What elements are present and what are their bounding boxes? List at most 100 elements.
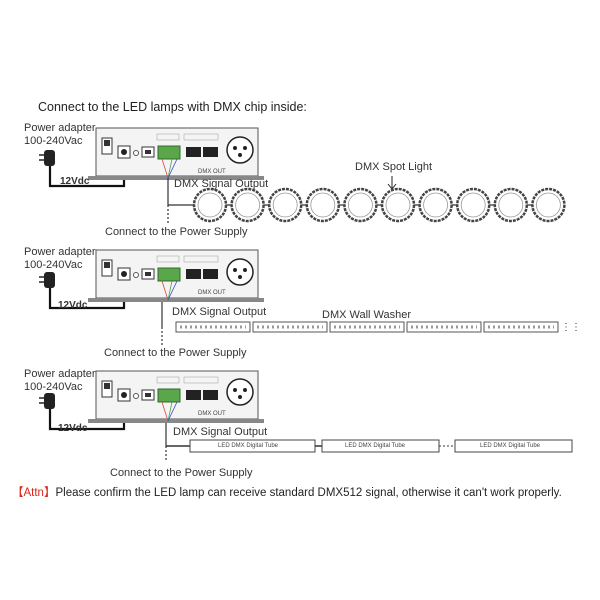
xlr-pin	[243, 146, 247, 150]
signal-wire-green	[167, 280, 173, 301]
rj45-port-icon	[186, 147, 201, 157]
power-switch-rocker	[104, 140, 110, 146]
controller-base-plate	[88, 419, 264, 423]
signal-wire-blue	[167, 280, 178, 301]
signal-output-label: DMX Signal Output	[174, 178, 269, 190]
dmx-wall-washer	[252, 321, 328, 333]
rj45-port-icon	[203, 390, 218, 400]
power-supply-label: Connect to the Power Supply	[104, 347, 247, 359]
spot-light-lens	[385, 192, 411, 218]
tube-label: LED DMX Digital Tube	[345, 443, 406, 449]
usb-port-inner	[145, 393, 151, 397]
adapter-label: Power adapter	[24, 368, 96, 380]
tube-label: LED DMX Digital Tube	[480, 443, 541, 449]
dmx-wall-washer	[175, 321, 251, 333]
xlr-pin	[233, 388, 237, 392]
xlr-pin	[238, 153, 242, 157]
signal-wire-red	[161, 280, 169, 301]
rj45-label-box	[183, 133, 219, 141]
dmx-terminal-block	[157, 145, 181, 160]
adapter-voltage-label: 100-240Vac	[24, 135, 83, 147]
controller-base-plate	[88, 176, 264, 180]
led-indicator-icon	[133, 393, 139, 399]
signal-wire-green	[167, 401, 173, 422]
adapter-voltage-label: 100-240Vac	[24, 259, 83, 271]
xlr-pin	[233, 146, 237, 150]
power-supply-label: Connect to the Power Supply	[105, 226, 248, 238]
led-indicator-icon	[133, 272, 139, 278]
controller-base-plate	[88, 298, 264, 302]
arrow-down-icon	[387, 176, 397, 190]
diagram-title: Connect to the LED lamps with DMX chip i…	[38, 100, 307, 114]
spot-light-lens	[197, 192, 223, 218]
signal-output-label: DMX Signal Output	[172, 306, 267, 318]
terminal-label-box	[156, 133, 180, 141]
port-label: DMX OUT	[198, 169, 226, 175]
attention-note: 【Attn】Please confirm the LED lamp can re…	[12, 484, 562, 500]
xlr-connector-icon	[226, 136, 254, 164]
dmx-wall-washer	[483, 321, 559, 333]
rj45-port-icon	[203, 147, 218, 157]
power-adapter-icon	[44, 150, 55, 166]
usb-port-inner	[145, 272, 151, 276]
dmx-wall-washer	[406, 321, 482, 333]
wall-washer-label: DMX Wall Washer	[322, 309, 412, 321]
xlr-connector-icon	[226, 258, 254, 286]
dc-voltage-label: 12Vdc	[60, 176, 90, 187]
led-indicator-icon	[133, 150, 139, 156]
dmx-terminal-block	[157, 267, 181, 282]
dc-jack-hole	[121, 149, 127, 155]
dmx-wall-washer	[329, 321, 405, 333]
xlr-connector-icon	[226, 378, 254, 406]
port-label: DMX OUT	[198, 411, 226, 417]
power-adapter-icon	[44, 393, 55, 409]
terminal-label-box	[156, 255, 180, 263]
spot-light-lens	[460, 192, 486, 218]
attention-tag: 【Attn】	[12, 487, 56, 499]
attention-text: Please confirm the LED lamp can receive …	[55, 487, 562, 499]
spot-light-lens	[423, 192, 449, 218]
xlr-pin	[243, 268, 247, 272]
rj45-port-icon	[203, 269, 218, 279]
spot-light-lens	[310, 192, 336, 218]
rj45-label-box	[183, 376, 219, 384]
adapter-voltage-label: 100-240Vac	[24, 381, 83, 393]
port-label: DMX OUT	[198, 290, 226, 296]
terminal-label-box	[156, 376, 180, 384]
dc-jack-hole	[121, 271, 127, 277]
dc-jack-hole	[121, 392, 127, 398]
power-adapter-icon	[44, 272, 55, 288]
signal-wire-red	[161, 401, 169, 422]
xlr-pin	[238, 275, 242, 279]
signal-wire-red	[161, 158, 169, 179]
continuation-dots: ⋮⋮	[561, 322, 581, 333]
rj45-port-icon	[186, 269, 201, 279]
signal-wire-blue	[167, 401, 178, 422]
signal-output-label: DMX Signal Output	[173, 426, 268, 438]
spot-light-lens	[347, 192, 373, 218]
adapter-label: Power adapter	[24, 246, 96, 258]
xlr-pin	[233, 268, 237, 272]
led-dmx-digital-tube	[454, 439, 573, 453]
tube-label: LED DMX Digital Tube	[218, 443, 279, 449]
xlr-pin	[243, 388, 247, 392]
spot-light-lens	[536, 192, 561, 218]
dc-voltage-label: 12Vdc	[58, 423, 88, 434]
signal-wire-blue	[167, 158, 178, 179]
dc-voltage-label: 12Vdc	[58, 300, 88, 311]
adapter-label: Power adapter	[24, 122, 96, 134]
dmx-terminal-block	[157, 388, 181, 403]
usb-port-inner	[145, 150, 151, 154]
xlr-pin	[238, 395, 242, 399]
rj45-label-box	[183, 255, 219, 263]
spot-light-lens	[235, 192, 261, 218]
power-switch-rocker	[104, 262, 110, 268]
spot-light-lens	[272, 192, 298, 218]
power-switch-rocker	[104, 383, 110, 389]
signal-wire-green	[167, 158, 173, 179]
power-supply-label: Connect to the Power Supply	[110, 467, 253, 479]
spot-light-lens	[498, 192, 524, 218]
spot-light-label: DMX Spot Light	[355, 161, 433, 173]
